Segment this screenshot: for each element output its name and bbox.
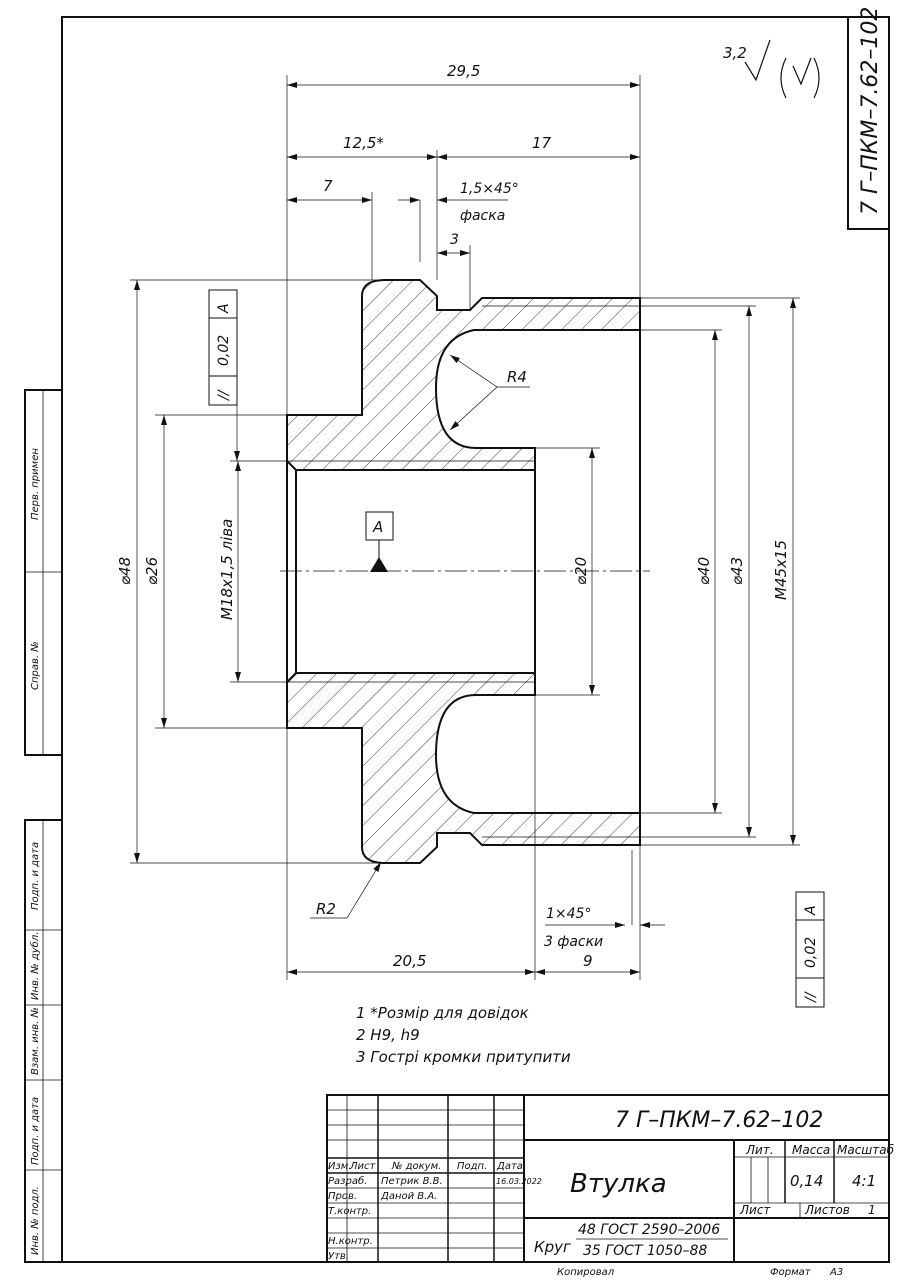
strip-sprav: Справ. № bbox=[30, 641, 41, 690]
dim-len-9: 9 bbox=[583, 952, 593, 970]
tb-date-razrab: 16.03.2022 bbox=[496, 1177, 542, 1186]
dim-dia-26: ⌀26 bbox=[143, 557, 161, 585]
dim-dia-43: ⌀43 bbox=[728, 557, 746, 585]
note-3: 3 Гострі кромки притупити bbox=[356, 1048, 571, 1066]
dim-thread-m45: M45x15 bbox=[772, 540, 790, 600]
tb-scale-value: 4:1 bbox=[852, 1172, 876, 1190]
left-strip: Перв. примен Справ. № Подп. и дата Инв. … bbox=[24, 389, 63, 1263]
title-block: 7 Г–ПКМ–7.62–102 Втулка 48 ГОСТ 2590–200… bbox=[326, 1094, 895, 1263]
tb-row-razrab: Разраб. bbox=[328, 1175, 367, 1187]
tb-hdr-list: Лист bbox=[349, 1161, 377, 1172]
tb-mass-value: 0,14 bbox=[790, 1172, 823, 1190]
strip-perv: Перв. примен bbox=[30, 448, 41, 520]
tol1-datum: A bbox=[216, 303, 232, 314]
tb-name-razrab: Петрик В.В. bbox=[381, 1176, 443, 1187]
strip-podp2: Подп. и дата bbox=[30, 1097, 41, 1165]
strip-inv-podl: Инв. № подл. bbox=[30, 1186, 41, 1255]
tb-lit-label: Лит. bbox=[745, 1143, 774, 1157]
drawing-frame bbox=[61, 16, 890, 1263]
tb-hdr-podp: Подп. bbox=[457, 1161, 487, 1172]
lower-wall bbox=[286, 672, 641, 864]
part-section bbox=[280, 279, 650, 864]
code-box: 7 Г–ПКМ–7.62–102 bbox=[847, 7, 890, 230]
tb-code: 7 Г–ПКМ–7.62–102 bbox=[615, 1108, 823, 1133]
footer-copied: Копировал bbox=[557, 1267, 615, 1278]
strip-podp1: Подп. и дата bbox=[30, 842, 41, 910]
tol2-value: 0,02 bbox=[803, 937, 819, 968]
technical-notes: 1 *Розмір для довідок 2 H9, h9 3 Гострі … bbox=[356, 1004, 571, 1066]
dim-dia-48: ⌀48 bbox=[116, 557, 134, 585]
tb-hdr-date: Дата bbox=[496, 1161, 523, 1172]
dim-thread-m18: M18x1,5 ліва bbox=[218, 519, 236, 620]
dim-chamfer-word: фаска bbox=[460, 208, 505, 224]
tol1-symbol: // bbox=[216, 389, 232, 402]
strip-vzam: Взам. инв. № bbox=[30, 1007, 41, 1075]
footer-format-value: А3 bbox=[829, 1267, 843, 1278]
dimensions: 29,5 12,5* 17 7 1,5×45° фаска 3 R4 R2 ⌀4… bbox=[116, 62, 800, 980]
datum-a: A bbox=[365, 511, 394, 572]
tb-hdr-izm: Изм. bbox=[328, 1161, 352, 1172]
tol2-datum: A bbox=[803, 905, 819, 916]
strip-inv-dubl: Инв. № дубл. bbox=[29, 932, 41, 1000]
tol1-value: 0,02 bbox=[216, 335, 232, 366]
roughness-symbol: 3,2 bbox=[723, 39, 820, 99]
datum-label: A bbox=[372, 518, 383, 536]
dim-dia-20: ⌀20 bbox=[572, 557, 590, 585]
tb-sheet-label: Лист bbox=[739, 1203, 771, 1217]
dim-dia-40: ⌀40 bbox=[695, 557, 713, 585]
dim-overall-length: 29,5 bbox=[447, 62, 480, 80]
dim-len-17: 17 bbox=[532, 134, 552, 152]
tb-hdr-doc: № докум. bbox=[391, 1161, 441, 1172]
dim-radius-r2: R2 bbox=[316, 900, 336, 918]
roughness-value: 3,2 bbox=[723, 44, 747, 62]
tb-row-tkontr: Т.контр. bbox=[328, 1206, 371, 1217]
tolerance-frame-top: A 0,02 // bbox=[208, 289, 240, 461]
dim-chamfer-count: 3 фаски bbox=[544, 934, 603, 950]
tb-row-nkontr: Н.контр. bbox=[328, 1236, 373, 1247]
dim-chamfer-1: 1×45° bbox=[546, 906, 591, 922]
dim-len-7: 7 bbox=[323, 177, 333, 195]
dim-radius-r4: R4 bbox=[507, 368, 527, 386]
tb-part-name: Втулка bbox=[570, 1169, 667, 1199]
tb-name-prov: Даной В.А. bbox=[380, 1191, 437, 1202]
note-2: 2 H9, h9 bbox=[356, 1026, 420, 1044]
upper-wall bbox=[286, 279, 641, 471]
note-1: 1 *Розмір для довідок bbox=[356, 1004, 529, 1022]
tb-material-2: 35 ГОСТ 1050–88 bbox=[583, 1243, 707, 1259]
tb-material-1: 48 ГОСТ 2590–2006 bbox=[578, 1222, 720, 1238]
dim-chamfer-15: 1,5×45° bbox=[460, 181, 519, 197]
tb-row-utv: Утв. bbox=[328, 1251, 349, 1262]
tb-mass-label: Масса bbox=[792, 1143, 830, 1157]
tb-row-prov: Пров. bbox=[328, 1191, 357, 1202]
dim-len-3: 3 bbox=[450, 232, 459, 248]
dim-len-205: 20,5 bbox=[393, 952, 426, 970]
side-code: 7 Г–ПКМ–7.62–102 bbox=[858, 7, 883, 215]
footer-format-label: Формат bbox=[770, 1267, 812, 1278]
tb-material-word: Круг bbox=[534, 1238, 571, 1256]
tol2-symbol: // bbox=[803, 991, 819, 1004]
tb-sheets-label: Листов bbox=[804, 1203, 850, 1217]
tolerance-frame-bottom: A 0,02 // bbox=[795, 891, 825, 1008]
dim-len-ref: 12,5* bbox=[343, 134, 384, 152]
tb-scale-label: Масштаб bbox=[837, 1143, 895, 1157]
tb-sheets-value: 1 bbox=[868, 1203, 876, 1217]
